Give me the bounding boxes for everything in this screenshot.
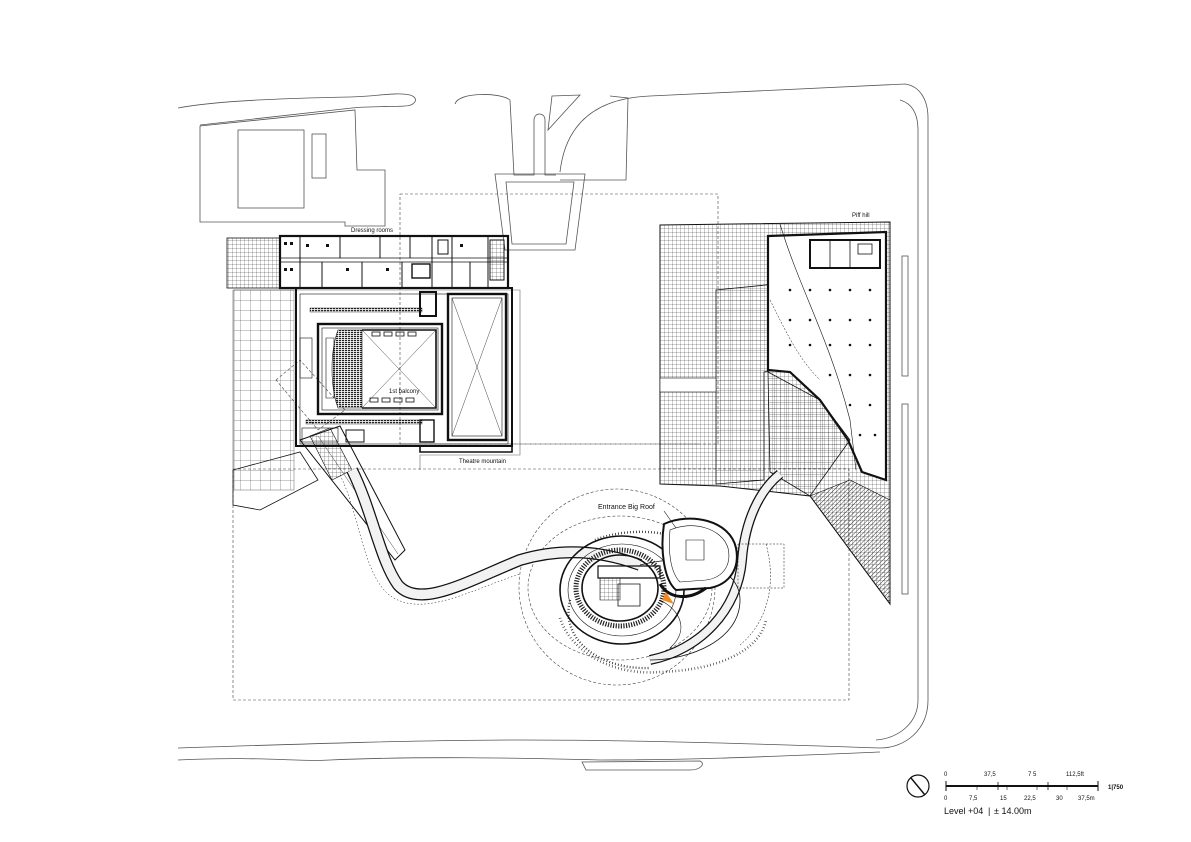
label-piff-hill: Piff hill (852, 213, 870, 219)
scale-ft-tick: 37,5 (984, 772, 996, 778)
level-separator: | (988, 806, 990, 816)
entrance-leader-line (663, 510, 677, 529)
label-theatre-mountain: Theatre mountain (459, 459, 506, 465)
scale-ft-tick: 0 (944, 772, 948, 778)
scale-ratio: 1|750 (1108, 785, 1124, 791)
level-caption: Level +04 | ± 14.00m (944, 806, 1031, 816)
entrance-arrow-icon (662, 592, 674, 604)
sinuous-walkway (339, 467, 643, 605)
scale-ft-tick: 112,5ft (1066, 772, 1084, 778)
right-ramp (648, 470, 785, 665)
scale-m-tick: 7,5 (969, 796, 978, 802)
scale-m-tick: 22,5 (1024, 796, 1036, 802)
north-arrow (906, 774, 930, 798)
entrance-spiral (558, 517, 768, 674)
piff-hill-block (659, 221, 891, 606)
label-first-balcony: 1st balcony (389, 389, 419, 395)
scale-m-tick: 37,5m (1078, 796, 1095, 802)
scale-ticks-metres: 0 7,5 15 22,5 30 37,5m (944, 796, 1095, 802)
site-context (177, 83, 929, 771)
scale-m-tick: 30 (1056, 796, 1063, 802)
scale-m-tick: 15 (1000, 796, 1007, 802)
label-entrance-big-roof: Entrance Big Roof (598, 504, 655, 511)
theatre-block (226, 234, 521, 511)
level-elevation: ± 14.00m (994, 806, 1031, 816)
scale-ticks-feet: 0 37,5 7 5 112,5ft (944, 772, 1084, 778)
label-dressing-rooms: Dressing rooms (351, 228, 393, 234)
scale-ft-tick: 7 5 (1028, 772, 1037, 778)
scale-m-tick: 0 (944, 796, 948, 802)
level-name: Level +04 (944, 806, 983, 816)
scale-bar (945, 781, 1099, 791)
